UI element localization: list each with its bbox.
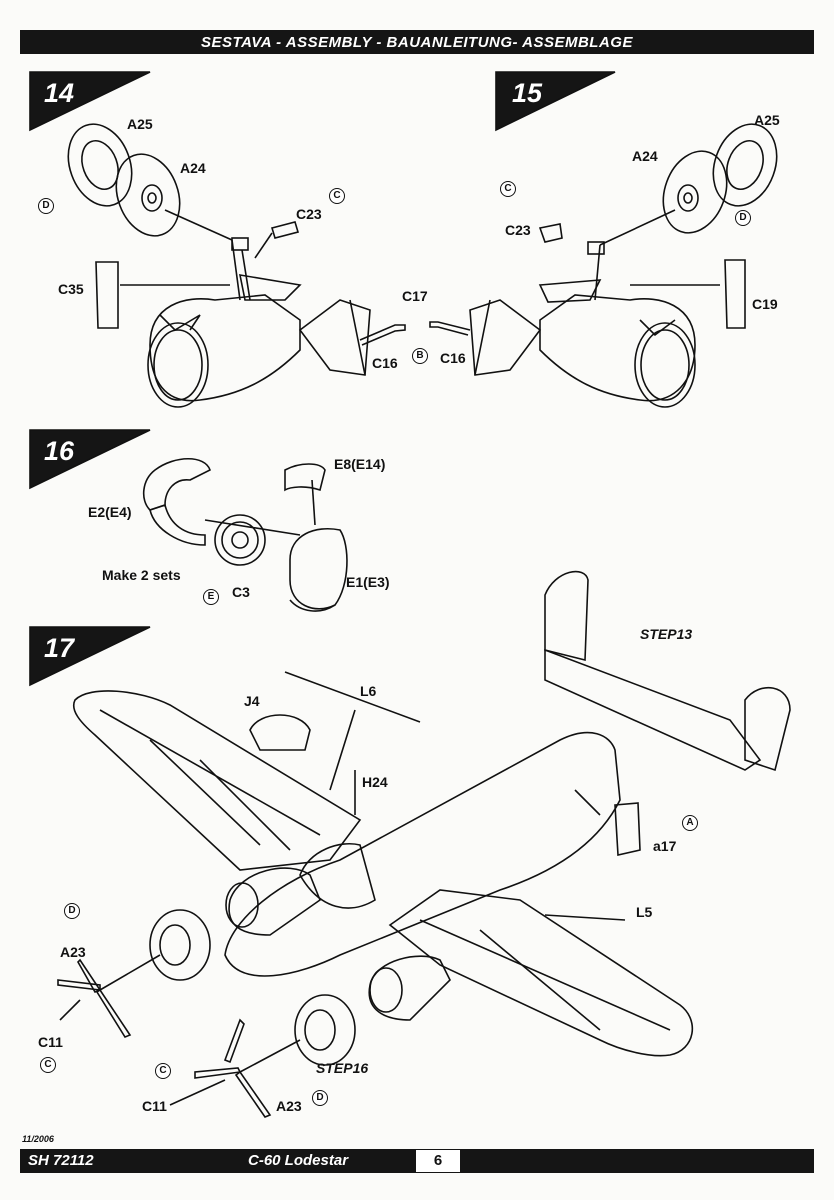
label-a24-left: A24 [180, 160, 206, 176]
step-14-tab [29, 71, 151, 132]
note-make-2-sets: Make 2 sets [102, 567, 181, 583]
paint-code-badge: D [38, 198, 54, 214]
paint-code-badge: E [203, 589, 219, 605]
model-name: C-60 Lodestar [248, 1152, 349, 1169]
label-l6: L6 [360, 683, 377, 699]
paint-code-badge: C [40, 1057, 56, 1073]
paint-code-badge: D [64, 903, 80, 919]
step15-nacelle-right [429, 123, 778, 408]
label-c35: C35 [58, 281, 84, 297]
kit-code: SH 72112 [28, 1152, 94, 1169]
step-15-number: 15 [512, 78, 543, 108]
footer-bar: SH 72112 C-60 Lodestar 6 [20, 1149, 814, 1173]
label-e8: E8(E14) [334, 456, 386, 472]
step-16-number: 16 [44, 436, 75, 466]
paint-code-badge: B [412, 348, 428, 364]
step-15-tab [495, 71, 616, 132]
step-17-tab [29, 626, 151, 687]
label-a24-right: A24 [632, 148, 658, 164]
label-a25-left: A25 [127, 116, 153, 132]
label-h24: H24 [362, 774, 388, 790]
step-14-number: 14 [44, 78, 75, 108]
step-16-tab [29, 429, 151, 490]
paint-code-badge: A [682, 815, 698, 831]
label-a25-right: A25 [754, 112, 780, 128]
label-c23-left: C23 [296, 206, 322, 222]
label-c3: C3 [232, 584, 250, 600]
label-step13: STEP13 [640, 626, 693, 642]
step14-nacelle-left [67, 123, 406, 408]
page-number: 6 [416, 1150, 460, 1172]
label-a23-left: A23 [60, 944, 86, 960]
label-c19: C19 [752, 296, 778, 312]
label-e2: E2(E4) [88, 504, 132, 520]
label-c16-left: C16 [372, 355, 398, 371]
paint-code-badge: D [735, 210, 751, 226]
label-l5: L5 [636, 904, 653, 920]
label-a17: a17 [653, 838, 677, 854]
label-e1: E1(E3) [346, 574, 390, 590]
paint-code-badge: C [155, 1063, 171, 1079]
paint-code-badge: C [500, 181, 516, 197]
label-a23-bottom: A23 [276, 1098, 302, 1114]
label-c11-left: C11 [38, 1034, 63, 1050]
label-c17: C17 [402, 288, 428, 304]
step17-aircraft [57, 570, 791, 1118]
print-date: 11/2006 [22, 1134, 54, 1144]
label-c16-right: C16 [440, 350, 466, 366]
header-bar: SESTAVA - ASSEMBLY - BAUANLEITUNG- ASSEM… [20, 30, 814, 54]
label-c23-right: C23 [505, 222, 531, 238]
label-step16: STEP16 [316, 1060, 369, 1076]
header-title: SESTAVA - ASSEMBLY - BAUANLEITUNG- ASSEM… [201, 33, 633, 51]
paint-code-badge: D [312, 1090, 328, 1106]
label-c11-bottom: C11 [142, 1098, 167, 1114]
paint-code-badge: C [329, 188, 345, 204]
step16-engine [142, 458, 348, 612]
label-j4: J4 [244, 693, 260, 709]
step-17-number: 17 [44, 633, 75, 663]
